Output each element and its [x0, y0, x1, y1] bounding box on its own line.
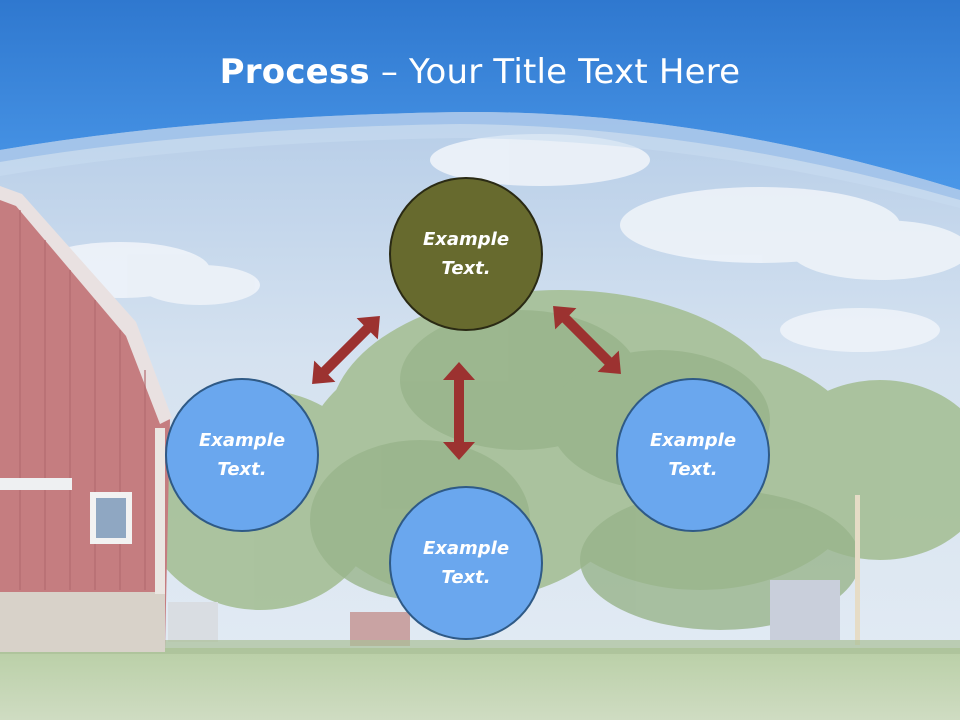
title-dash: – — [369, 52, 410, 92]
arrow-top-right — [553, 306, 621, 374]
node-top: Example Text. — [389, 177, 543, 331]
arrow-top-left — [312, 316, 380, 384]
title-bold: Process — [219, 52, 370, 92]
arrows — [312, 306, 621, 460]
title-rest: Your Title Text Here — [409, 52, 741, 92]
slide-title: Process – Your Title Text Here — [0, 52, 960, 92]
arrow-vertical — [443, 362, 475, 460]
node-bottom: Example Text. — [389, 486, 543, 640]
node-left: Example Text. — [165, 378, 319, 532]
node-right: Example Text. — [616, 378, 770, 532]
